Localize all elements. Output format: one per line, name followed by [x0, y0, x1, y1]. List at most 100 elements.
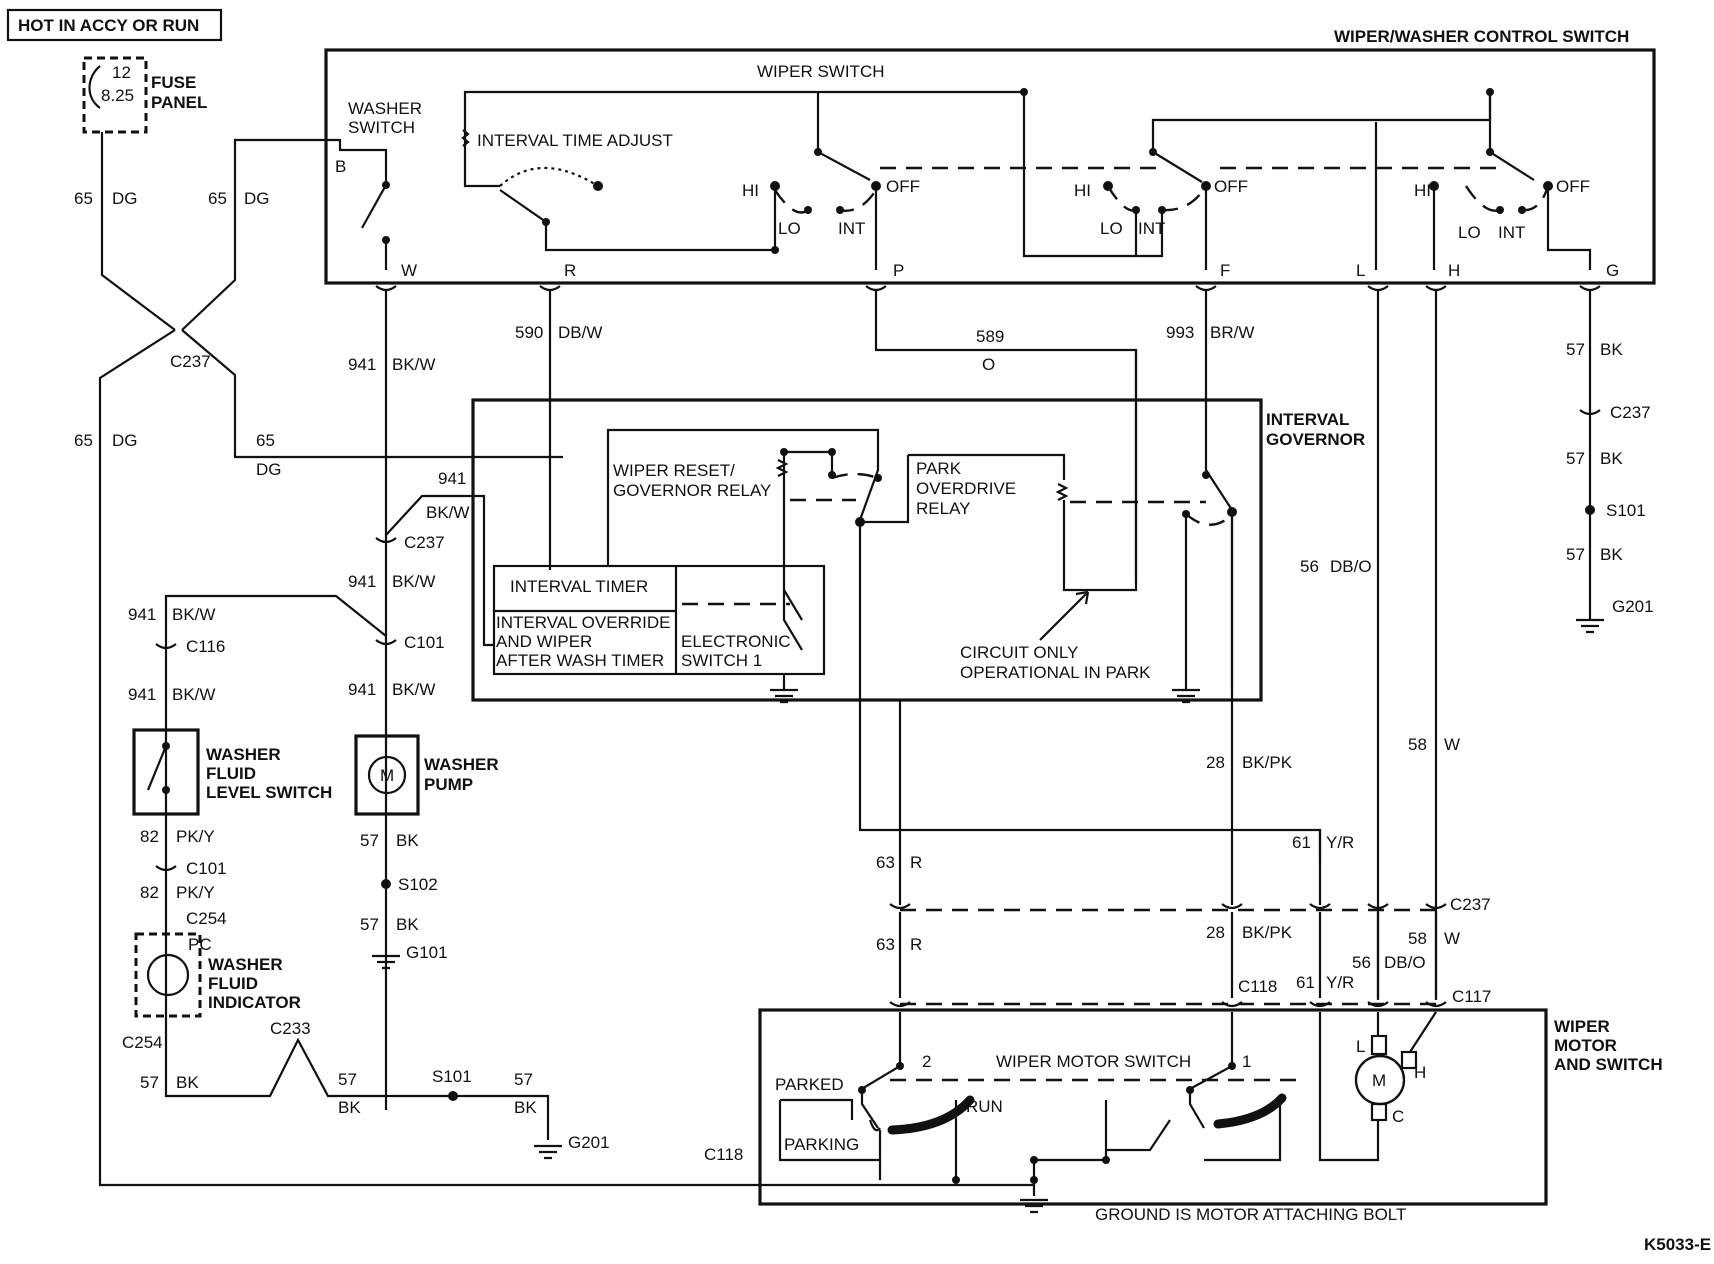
- c237-connector-label: C237: [170, 352, 211, 371]
- level-switch-label: FLUID: [206, 764, 256, 783]
- indicator-label: FLUID: [208, 974, 258, 993]
- park-relay-label: RELAY: [916, 499, 971, 518]
- wire-color: DG: [112, 189, 138, 208]
- terminal-b: B: [335, 157, 346, 176]
- wire-color: BK: [396, 915, 419, 934]
- electronic-switch-label: ELECTRONIC: [681, 632, 791, 651]
- wire-color: DB/W: [558, 323, 602, 342]
- ground-note: GROUND IS MOTOR ATTACHING BOLT: [1095, 1205, 1406, 1224]
- wire-color: O: [982, 355, 995, 374]
- run-label: RUN: [966, 1097, 1003, 1116]
- parking-label: PARKING: [784, 1135, 859, 1154]
- wire-color: BK/W: [426, 503, 469, 522]
- wire-color: W: [1444, 929, 1460, 948]
- off-position: OFF: [886, 177, 920, 196]
- power-label-box: [6, 8, 223, 42]
- override-timer-label: AFTER WASH TIMER: [496, 651, 664, 670]
- wire-circuit: 57: [1566, 340, 1585, 359]
- wire-circuit: 65: [208, 189, 227, 208]
- indicator-pin-label: PC: [188, 935, 212, 954]
- power-label: HOT IN ACCY OR RUN: [18, 16, 199, 35]
- wire-circuit: 28: [1206, 923, 1225, 942]
- wire-color: Y/R: [1326, 833, 1354, 852]
- park-relay-label: OVERDRIVE: [916, 479, 1016, 498]
- wire-color: BK/W: [392, 680, 435, 699]
- wire-color: PK/Y: [176, 883, 215, 902]
- washer-fluid-level-switch: [132, 728, 200, 816]
- wire-circuit: 58: [1408, 929, 1427, 948]
- governor-title: GOVERNOR: [1266, 430, 1365, 449]
- wire-circuit: 56: [1300, 557, 1319, 576]
- wire-circuit: 63: [876, 853, 895, 872]
- wire-circuit: 941: [348, 572, 376, 591]
- wire-circuit: 65: [74, 189, 93, 208]
- park-note: CIRCUIT ONLY: [960, 643, 1078, 662]
- park-note: OPERATIONAL IN PARK: [960, 663, 1151, 682]
- washer-pump: [354, 734, 420, 816]
- g201-ground-label: G201: [1612, 597, 1654, 616]
- wire-circuit: 590: [515, 323, 543, 342]
- wire-circuit: 82: [140, 827, 159, 846]
- terminal-connectors: [375, 285, 1601, 292]
- wire-circuit: 941: [438, 469, 466, 488]
- c237-connector-label: C237: [404, 533, 445, 552]
- wire-color: R: [910, 853, 922, 872]
- indicator-label: INDICATOR: [208, 993, 301, 1012]
- reset-relay-label: WIPER RESET/: [613, 461, 735, 480]
- wire-color: BK/W: [392, 355, 435, 374]
- wire-color: BK: [176, 1073, 199, 1092]
- wire-color: BK: [1600, 340, 1623, 359]
- terminal-w: W: [401, 261, 417, 280]
- interval-adjust-label: INTERVAL TIME ADJUST: [477, 131, 673, 150]
- governor-title: INTERVAL: [1266, 410, 1349, 429]
- wire-color: DG: [112, 431, 138, 450]
- c117-connector-label: C117: [1452, 987, 1491, 1006]
- terminal-l-label: L: [1356, 1037, 1365, 1056]
- diagram-code: K5033-E: [1644, 1235, 1711, 1254]
- control-switch-box: [324, 48, 1656, 285]
- c101-connector-label: C101: [186, 859, 227, 878]
- hi-position: HI: [1414, 181, 1431, 200]
- level-switch-label: WASHER: [206, 745, 281, 764]
- wire-color: DB/O: [1330, 557, 1372, 576]
- wire-color: BR/W: [1210, 323, 1254, 342]
- wire-color: BK/W: [172, 605, 215, 624]
- interval-governor-box: [471, 398, 1263, 702]
- wire-color: BK/W: [172, 685, 215, 704]
- wire-circuit: 58: [1408, 735, 1427, 754]
- terminal-r: R: [564, 261, 576, 280]
- motor-symbol: M: [1372, 1071, 1386, 1090]
- wire-color: BK/PK: [1242, 753, 1293, 772]
- terminal-g: G: [1606, 261, 1619, 280]
- motor-symbol: M: [380, 766, 394, 785]
- terminal-h: H: [1448, 261, 1460, 280]
- int-position: INT: [1498, 223, 1525, 242]
- fuse-panel-label: FUSE: [151, 73, 196, 92]
- wire-color: BK: [1600, 449, 1623, 468]
- park-relay-label: PARK: [916, 459, 962, 478]
- c101-connector-label: C101: [404, 633, 445, 652]
- override-timer-label: INTERVAL OVERRIDE: [496, 613, 670, 632]
- fuse-number: 12: [112, 63, 131, 82]
- c118-connector-label: C118: [1238, 977, 1277, 996]
- washer-switch-label: SWITCH: [348, 118, 415, 137]
- fuse-rating: 8.25: [101, 86, 134, 105]
- wire-color: BK: [396, 831, 419, 850]
- c116-connector-label: C116: [186, 637, 225, 656]
- wire-circuit: 941: [128, 605, 156, 624]
- wire-circuit: 82: [140, 883, 159, 902]
- wire-circuit: 65: [74, 431, 93, 450]
- parked-label: PARKED: [775, 1075, 844, 1094]
- wire-color: BK: [514, 1098, 537, 1117]
- wire-color: BK: [1600, 545, 1623, 564]
- terminal-c-label: C: [1392, 1107, 1404, 1126]
- wire-circuit: 57: [360, 915, 379, 934]
- fuse-panel-label: PANEL: [151, 93, 207, 112]
- control-switch-title: WIPER/WASHER CONTROL SWITCH: [1334, 27, 1629, 46]
- wire-circuit: 57: [1566, 545, 1585, 564]
- wire-circuit: 56: [1352, 953, 1371, 972]
- interval-timer-box: [492, 564, 826, 676]
- wire-circuit: 941: [348, 680, 376, 699]
- s101-splice-label: S101: [1606, 501, 1646, 520]
